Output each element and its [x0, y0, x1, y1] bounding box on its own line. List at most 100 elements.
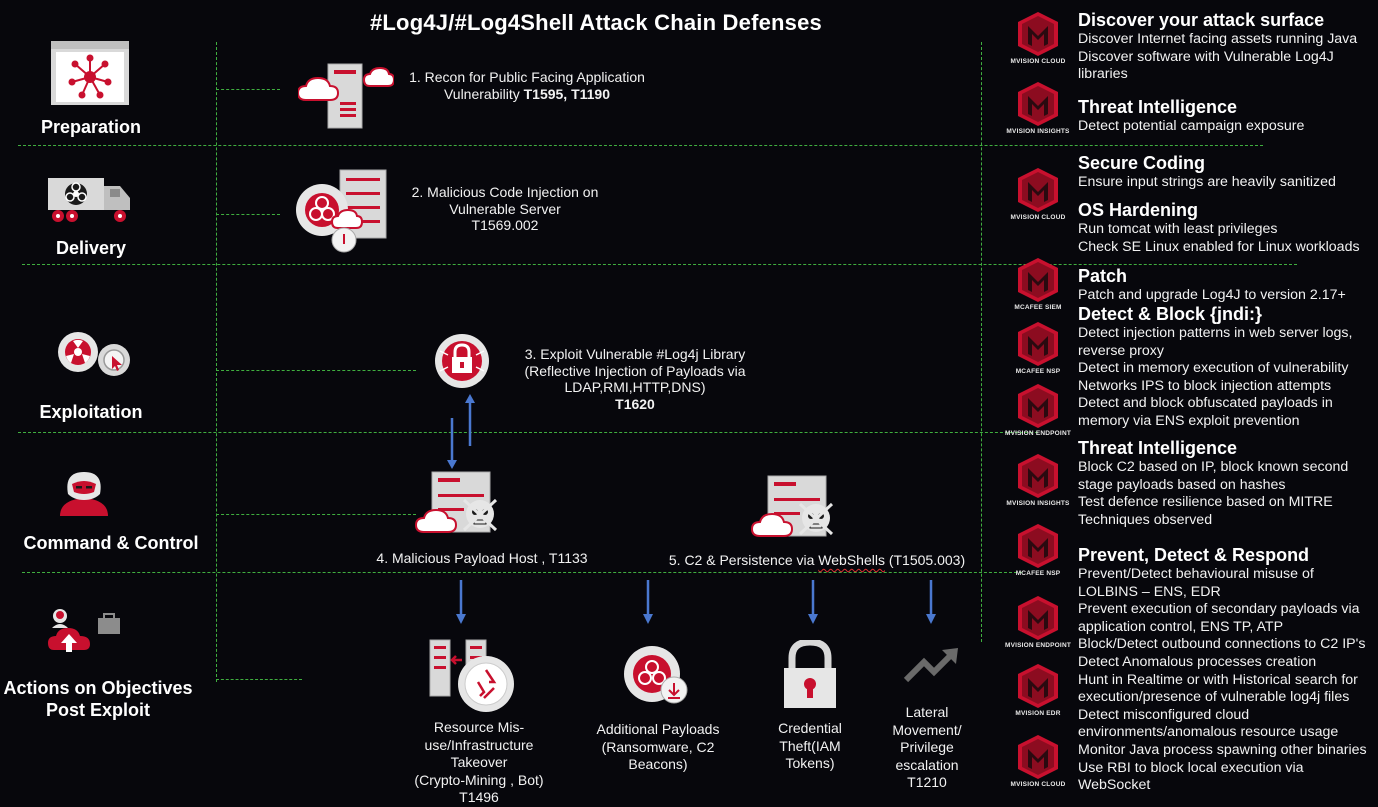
outcome-3-line1: Credential	[778, 720, 842, 736]
outcome-4-line4: escalation	[895, 756, 959, 773]
defense-detect-block-line1: Detect injection patterns in web server …	[1078, 325, 1353, 341]
stage-preparation: Preparation	[10, 116, 172, 138]
defense-threat-intel-2-heading: Threat Intelligence	[1078, 438, 1238, 458]
product-logo: MCAFEE NSP	[998, 320, 1078, 375]
product-logo: MVISION CLOUD	[998, 733, 1078, 788]
defense-pdr-line12: Use RBI to block local execution via	[1078, 759, 1304, 776]
defense-prevent-detect-respond: Prevent, Detect & Respond Prevent/Detect…	[1078, 545, 1367, 795]
defense-pdr-line11: Monitor Java process spawning other bina…	[1078, 741, 1367, 758]
defense-detect-block-line4: Networks IPS to block injection attempts	[1078, 377, 1332, 394]
outcome-1-line1: Resource Mis-	[433, 719, 525, 735]
product-name: MCAFEE SIEM	[1014, 304, 1062, 311]
delivery-truck-icon	[48, 178, 130, 222]
defense-threat-intel-1-line1: Detect potential campaign exposure	[1078, 118, 1305, 134]
step-exploit: 3. Exploit Vulnerable #Log4j Library (Re…	[496, 346, 774, 412]
step-recon: 1. Recon for Public Facing Application V…	[382, 69, 672, 102]
mcafee-shield-icon	[1018, 258, 1058, 302]
mcafee-shield-icon	[1018, 664, 1058, 708]
step-payload-host: 4. Malicious Payload Host , T1133	[352, 550, 612, 567]
defense-os-hardening-line1: Run tomcat with least privileges	[1078, 221, 1278, 237]
mcafee-shield-icon	[1018, 454, 1058, 498]
hacker-icon	[60, 472, 108, 516]
mcafee-shield-icon	[1018, 322, 1058, 366]
defense-threat-intel-2: Threat Intelligence Block C2 based on IP…	[1078, 438, 1348, 529]
actions-icon	[48, 609, 120, 652]
defense-patch-line1: Patch and upgrade Log4J to version 2.17+	[1078, 287, 1346, 303]
product-name: MVISION CLOUD	[1010, 781, 1066, 788]
product-logo: MVISION ENDPOINT	[998, 382, 1078, 437]
defense-threat-intel-2-line4: Techniques observed	[1078, 511, 1213, 528]
product-name: MVISION INSIGHTS	[1006, 500, 1070, 507]
stage-exploitation: Exploitation	[10, 401, 172, 423]
page-title: #Log4J/#Log4Shell Attack Chain Defenses	[0, 10, 1192, 36]
product-name: MVISION INSIGHTS	[1006, 128, 1070, 135]
defense-pdr-line7: Hunt in Realtime or with Historical sear…	[1078, 671, 1358, 688]
product-name: MCAFEE NSP	[1015, 570, 1061, 577]
defense-pdr-line6: Detect Anomalous processes creation	[1078, 653, 1317, 670]
branch-injection	[216, 214, 280, 215]
step-c2: 5. C2 & Persistence via WebShells (T1505…	[650, 552, 984, 569]
outcome-4-line3: Privilege	[900, 739, 954, 755]
product-name: MVISION CLOUD	[1010, 214, 1066, 221]
defense-os-hardening-line2: Check SE Linux enabled for Linux workloa…	[1078, 238, 1360, 255]
step-payload-host-label: 4. Malicious Payload Host , T1133	[376, 550, 588, 566]
outcome-resource-misuse: Resource Mis- use/Infrastructure Takeove…	[398, 719, 560, 807]
defense-secure-coding: Secure Coding Ensure input strings are h…	[1078, 153, 1336, 192]
step-recon-technique: T1595, T1190	[523, 85, 611, 102]
defense-threat-intel-2-line1: Block C2 based on IP, block known second	[1078, 459, 1349, 475]
step-c2-prefix: 5. C2 & Persistence via	[668, 552, 819, 568]
outcome-3-line3: Tokens)	[785, 755, 835, 771]
defense-discover-line1: Discover Internet facing assets running …	[1078, 31, 1358, 47]
defense-pdr-line10: environments/anomalous resource usage	[1078, 724, 1339, 741]
defense-secure-coding-heading: Secure Coding	[1078, 153, 1206, 173]
defense-pdr-line4: application control, ENS TP, ATP	[1078, 618, 1284, 635]
defense-pdr-line1: Prevent/Detect behavioural misuse of	[1078, 566, 1314, 582]
outcome-3-line2: Theft(IAM	[779, 737, 841, 754]
defense-pdr-line8: execution/presence of vulnerable log4j f…	[1078, 689, 1350, 706]
separator-3	[18, 432, 1038, 433]
product-logo: MVISION EDR	[998, 662, 1078, 717]
product-name: MVISION ENDPOINT	[1004, 642, 1072, 649]
product-logo: MVISION ENDPOINT	[998, 594, 1078, 649]
step-recon-line1: 1. Recon for Public Facing Application	[409, 69, 645, 85]
product-logo: MVISION CLOUD	[998, 166, 1078, 221]
defense-patch: Patch Patch and upgrade Log4J to version…	[1078, 266, 1346, 305]
mcafee-shield-icon	[1018, 168, 1058, 212]
outcome-2-line2: (Ransomware, C2	[601, 738, 715, 755]
lateral-movement-trend-icon	[903, 648, 958, 683]
exploit-lock-bug-icon	[435, 334, 489, 388]
mcafee-shield-icon	[1018, 596, 1058, 640]
exploitation-icon	[58, 332, 130, 376]
separator-1	[18, 145, 1263, 146]
product-logo: MVISION INSIGHTS	[998, 452, 1078, 507]
separator-4	[22, 572, 1022, 573]
stage-delivery: Delivery	[10, 237, 172, 259]
outcome-2-line1: Additional Payloads	[596, 721, 720, 737]
defense-discover-heading: Discover your attack surface	[1078, 10, 1325, 30]
defense-pdr-line5: Block/Detect outbound connections to C2 …	[1078, 636, 1366, 653]
defense-threat-intel-1-heading: Threat Intelligence	[1078, 97, 1238, 117]
defense-detect-block-line6: memory via ENS exploit prevention	[1078, 412, 1300, 429]
preparation-icon	[51, 41, 129, 105]
defense-discover-line3: libraries	[1078, 66, 1128, 83]
step-exploit-line2: (Reflective Injection of Payloads via	[524, 362, 746, 379]
outcome-lateral-movement: Lateral Movement/ Privilege escalation T…	[872, 704, 982, 792]
defense-secure-coding-line1: Ensure input strings are heavily sanitiz…	[1078, 174, 1336, 190]
product-name: MVISION CLOUD	[1010, 58, 1066, 65]
defense-threat-intel-1: Threat Intelligence Detect potential cam…	[1078, 97, 1304, 136]
credential-lock-icon	[784, 640, 836, 708]
defense-os-hardening: OS Hardening Run tomcat with least privi…	[1078, 200, 1360, 256]
step-exploit-technique: T1620	[496, 396, 774, 413]
mcafee-shield-icon	[1018, 384, 1058, 428]
outcome-1-line3: (Crypto-Mining , Bot)	[414, 771, 544, 788]
outcome-arrows	[456, 580, 936, 624]
defense-pdr-heading: Prevent, Detect & Respond	[1078, 545, 1310, 565]
defense-detect-block-heading: Detect & Block {jndi:}	[1078, 304, 1263, 324]
outcome-4-line1: Lateral	[905, 704, 949, 720]
branch-actions	[216, 679, 302, 680]
step-c2-suffix: (T1505.003)	[884, 552, 966, 568]
exploit-exchange-arrows	[447, 394, 475, 469]
step-injection: 2. Malicious Code Injection on Vulnerabl…	[380, 184, 630, 234]
defense-detect-block-line2: reverse proxy	[1078, 342, 1164, 359]
stage-actions-label: Actions on Objectives Post Exploit	[3, 678, 193, 720]
